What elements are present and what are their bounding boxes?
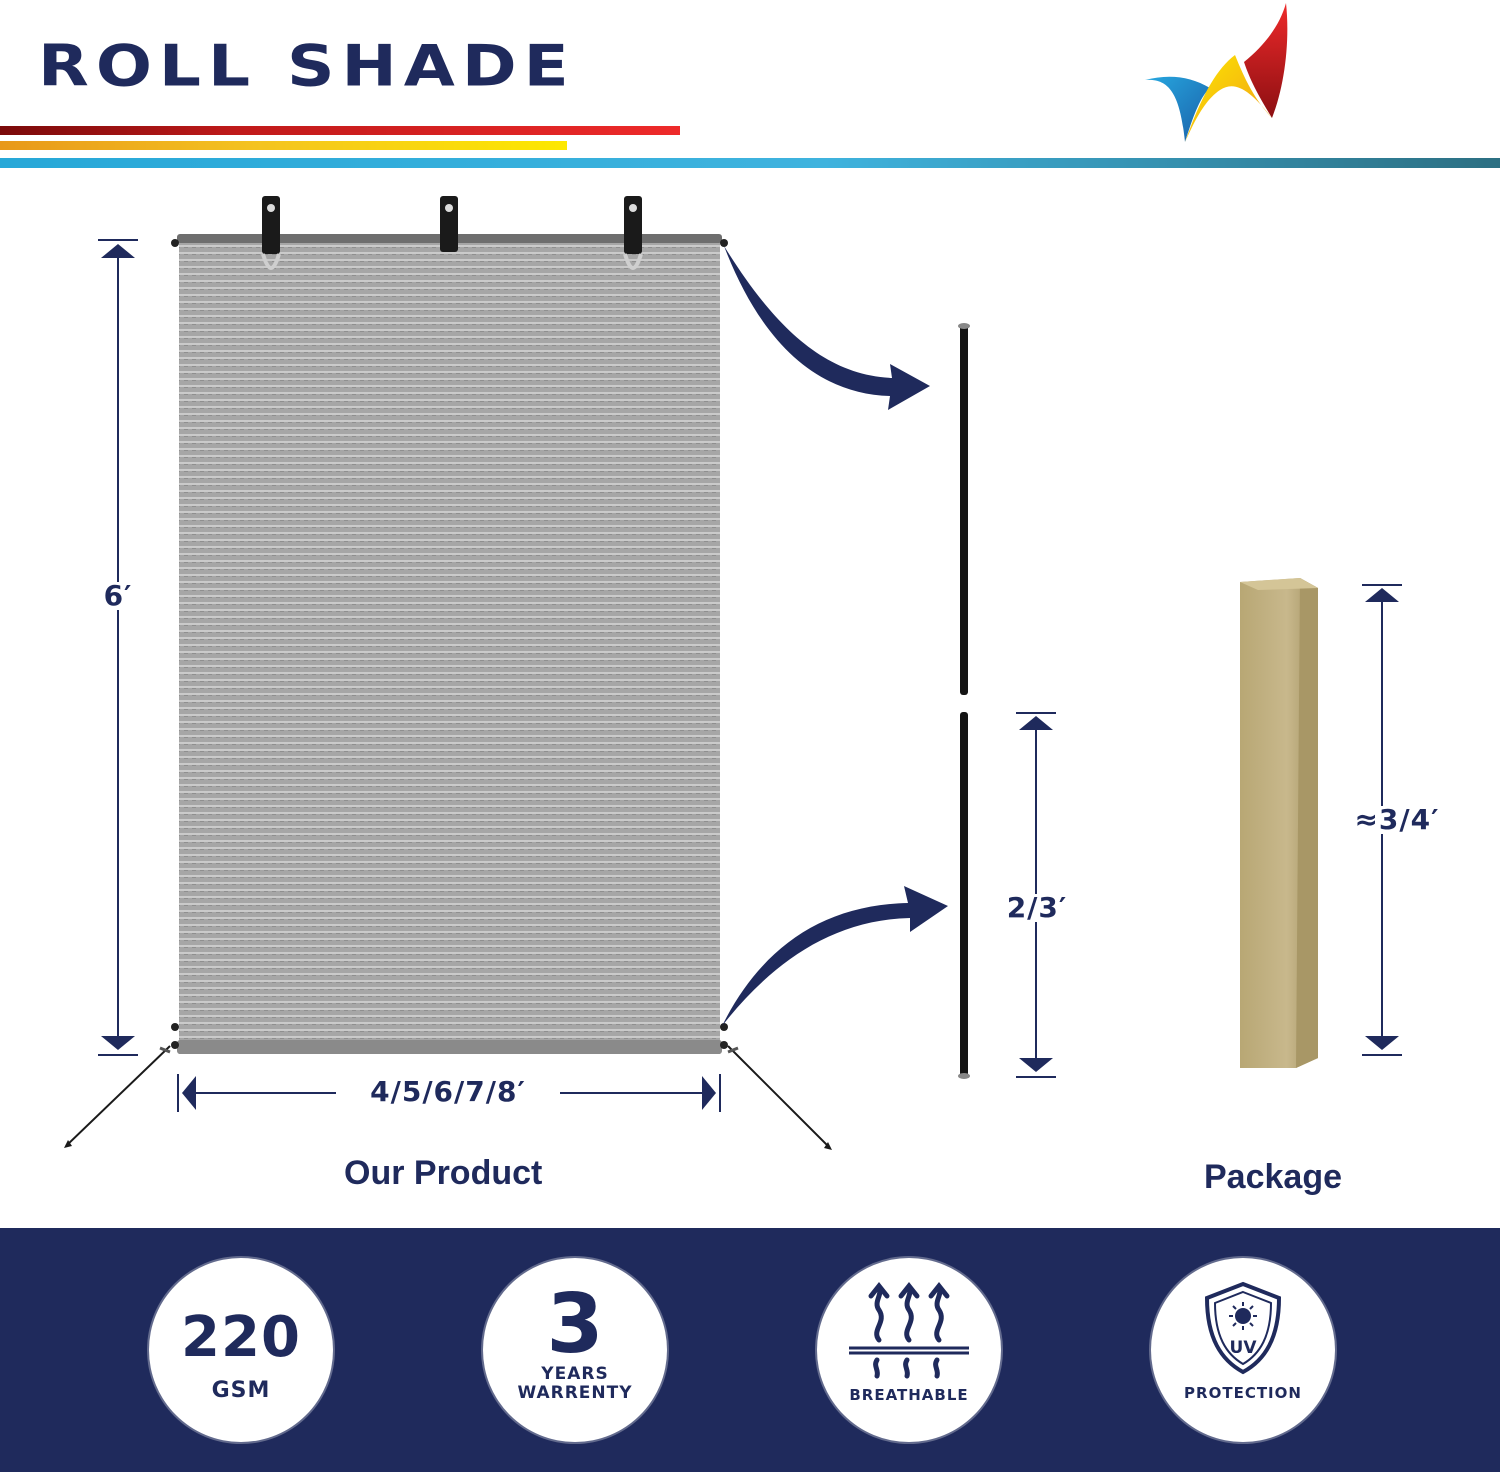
page-title: ROLL SHADE [38,32,576,100]
product-caption: Our Product [344,1154,543,1192]
warranty-line2: WARRENTY [517,1383,633,1403]
curved-arrow-icon [722,886,948,1026]
package-caption: Package [1204,1158,1342,1196]
width-label: 4/5/6/7/8′ [336,1078,560,1106]
rod-length-label: 2/3′ [994,894,1080,922]
mounting-clip-icon [261,196,281,270]
protection-label: PROTECTION [1184,1384,1302,1402]
support-rod [958,323,970,695]
gsm-unit: GSM [211,1378,271,1403]
gsm-value: 220 [181,1305,301,1370]
accent-stripe-red [0,126,680,135]
feature-badge-uv: UV PROTECTION [1151,1258,1335,1442]
mounting-clip-icon [623,196,643,270]
feature-badge-breathable: BREATHABLE [817,1258,1001,1442]
accent-stripe-yellow [0,141,567,150]
accent-stripe-blue [0,158,1500,168]
mounting-clip-icon [440,196,458,252]
warranty-years-value: 3 [546,1277,604,1372]
curved-arrow-icon [724,246,930,410]
brand-logo-icon [1145,3,1288,142]
warranty-line1: YEARS [541,1364,609,1384]
height-label: 6′ [92,582,144,610]
height-dimension-line [98,239,138,1056]
feature-badge-warranty: 3 YEARS WARRENTY [483,1258,667,1442]
breathable-label: BREATHABLE [849,1386,969,1404]
uv-shield-icon [1204,1281,1282,1375]
uv-shield-text: UV [1229,1338,1257,1358]
tie-down-cord [64,1045,171,1148]
feature-badge-gsm: 220 GSM [149,1258,333,1442]
support-rod [958,712,970,1079]
product-illustration [64,196,1402,1150]
package-box [1240,578,1318,1068]
package-height-label: ≈3/4′ [1342,806,1452,834]
heat-waves-icon [849,1281,969,1379]
roll-shade-fabric [171,234,728,1054]
tie-down-cord [727,1045,832,1150]
